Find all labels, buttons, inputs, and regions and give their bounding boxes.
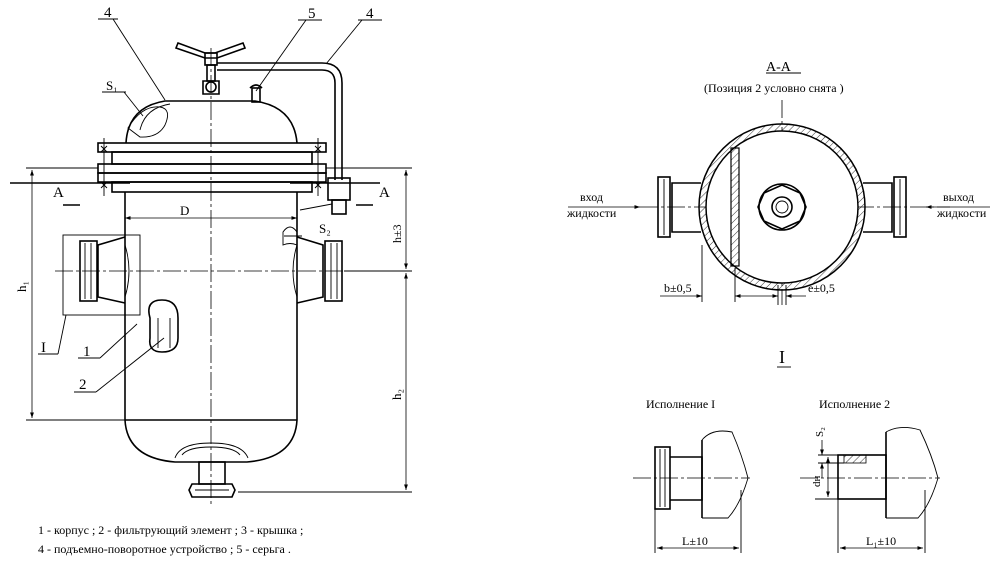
callouts: 4 5 4 S₁ S₂ I 1 2 [38, 5, 382, 393]
dim-b-label: b±0,5 [664, 281, 692, 295]
inlet-label-2: жидкости [566, 206, 617, 220]
callout-4-right: 4 [366, 6, 374, 22]
dim-h2-label: h₂ [389, 389, 404, 400]
section-hub [758, 183, 806, 231]
callout-s2: S₂ [319, 221, 331, 236]
callout-2: 2 [79, 377, 87, 393]
variant2-dn: dн [811, 476, 823, 488]
callout-i: I [41, 340, 46, 356]
section-view: А-А (Позиция 2 условно снята ) вход жидк… [566, 60, 990, 305]
section-mark-left: А [53, 185, 64, 201]
drain-nozzle [188, 461, 236, 498]
s1-patch [127, 106, 169, 138]
dim-e-label: e±0,5 [808, 281, 835, 295]
main-view: А А D h₁ h±3 h₂ 4 5 4 [10, 5, 412, 556]
outlet-label-1: выход [943, 190, 974, 204]
variant1-flange [654, 446, 671, 510]
left-nozzle [62, 234, 141, 316]
callout-s1: S₁ [106, 78, 118, 93]
outlet-label-2: жидкости [936, 206, 987, 220]
section-baffle [730, 147, 740, 267]
flanges [97, 138, 327, 196]
section-subtitle: (Позиция 2 условно снята ) [704, 81, 844, 95]
detail-view: I Исполнение I L±10 Исполнение 2 S₂ dн [633, 347, 940, 553]
s2-lug [282, 226, 298, 246]
lifting-arm [217, 62, 351, 215]
lifting-handle [174, 41, 247, 95]
dim-l1-label: L₁±10 [866, 534, 896, 548]
filter-element [148, 299, 179, 353]
body-shell [124, 192, 298, 463]
variant1-label: Исполнение I [646, 397, 715, 411]
dim-d-label: D [180, 203, 189, 218]
inlet-label-1: вход [580, 190, 603, 204]
variant2-label: Исполнение 2 [819, 397, 890, 411]
legend-line-2: 4 - подъемно-поворотное устройство ; 5 -… [38, 542, 291, 556]
dim-h1-label: h₁ [14, 281, 29, 292]
right-nozzle [292, 236, 343, 304]
detail-title: I [779, 347, 785, 367]
section-title: А-А [766, 60, 792, 75]
section-mark-right: А [379, 185, 390, 201]
dim-h-label: h±3 [390, 224, 404, 243]
callout-5: 5 [308, 6, 316, 22]
legend-line-1: 1 - корпус ; 2 - фильтрующий элемент ; 3… [38, 523, 303, 537]
dim-l-label: L±10 [682, 534, 708, 548]
callout-1: 1 [83, 344, 91, 360]
callout-4-left: 4 [104, 5, 112, 21]
variant2-s2: S₂ [814, 427, 826, 437]
